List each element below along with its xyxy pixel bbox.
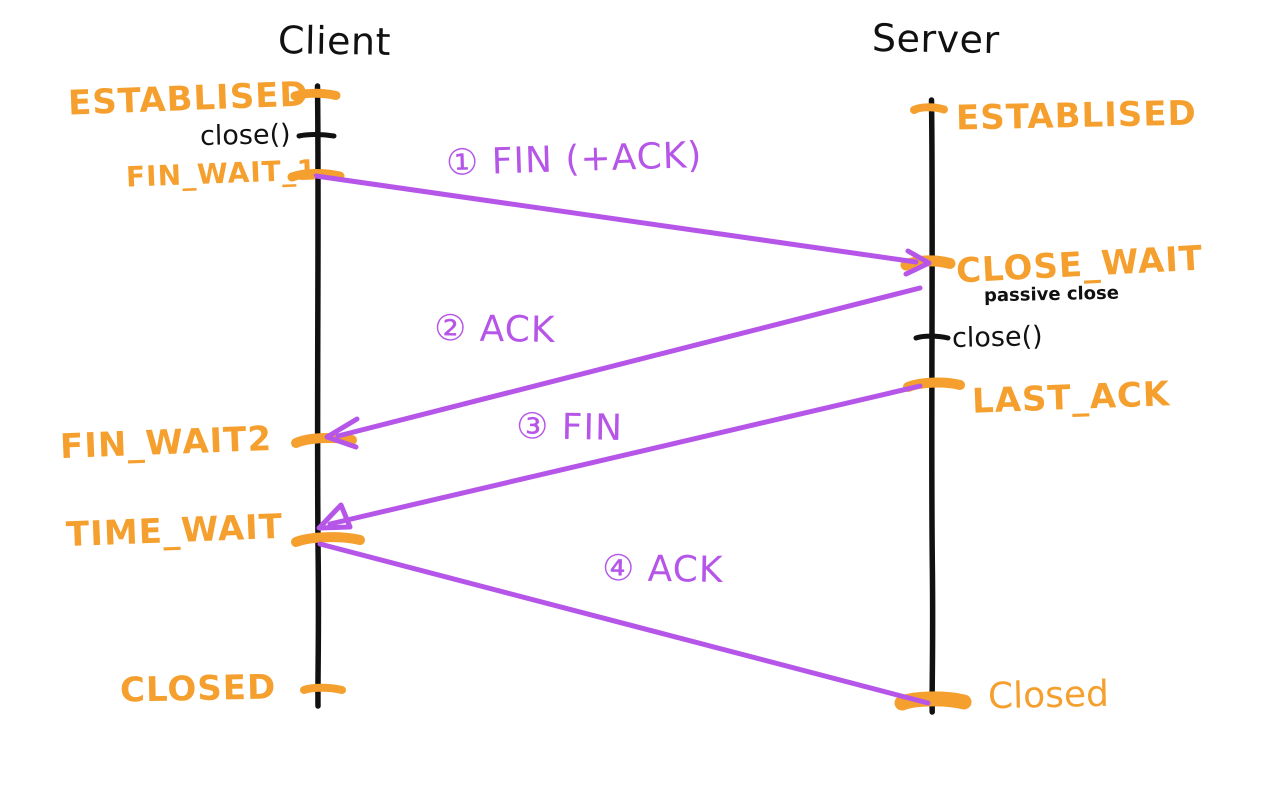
server-lifeline — [928, 97, 936, 715]
arrowhead-1 — [903, 248, 932, 277]
message-text-3: FIN — [561, 406, 624, 449]
tick-server-established — [910, 103, 948, 114]
message-number-3: ③ — [515, 406, 550, 448]
tick-client-established — [290, 88, 341, 101]
annotation-passive-close: passive close — [983, 282, 1120, 307]
client-call-close: close() — [199, 119, 291, 152]
arrowhead-3 — [316, 502, 353, 531]
message-line-3 — [327, 383, 923, 527]
server-state-last-ack: LAST_ACK — [971, 374, 1171, 422]
message-label-2: ② ACK — [433, 307, 556, 352]
tick-client-time-wait — [291, 532, 365, 547]
client-state-closed: CLOSED — [119, 667, 277, 711]
client-state-time-wait: TIME_WAIT — [65, 506, 284, 556]
client-state-established: ESTABLISED — [67, 74, 310, 124]
message-number-2: ② — [433, 307, 468, 350]
message-number-1: ① — [445, 141, 480, 185]
tick-client-close-call — [296, 132, 337, 139]
tick-client-closed — [300, 683, 346, 694]
message-number-4: ④ — [601, 547, 636, 590]
message-text-4: ACK — [647, 548, 724, 592]
arrowhead-2 — [324, 416, 360, 450]
tick-client-fin-wait-1 — [287, 169, 345, 182]
message-line-2 — [335, 285, 923, 439]
client-state-fin-wait-1: FIN_WAIT_1 — [125, 153, 318, 194]
message-line-4 — [317, 541, 931, 706]
server-state-established: ESTABLISED — [955, 93, 1198, 139]
participant-title-client: Client — [277, 18, 392, 64]
message-label-4: ④ ACK — [601, 547, 724, 592]
client-lifeline — [314, 83, 322, 709]
tick-client-fin-wait-2 — [291, 432, 357, 448]
participant-title-server: Server — [871, 15, 1000, 63]
server-state-closed: Closed — [987, 673, 1110, 718]
message-label-1: ① FIN (+ACK) — [445, 134, 704, 185]
tick-server-close-call — [913, 333, 951, 341]
message-line-1 — [313, 173, 919, 265]
server-call-close: close() — [951, 321, 1043, 354]
tick-server-closed — [894, 691, 972, 711]
client-state-fin-wait-2: FIN_WAIT2 — [59, 418, 273, 468]
message-text-2: ACK — [479, 308, 556, 352]
message-label-3: ③ FIN — [515, 406, 624, 449]
message-text-1: FIN (+ACK) — [491, 134, 704, 183]
